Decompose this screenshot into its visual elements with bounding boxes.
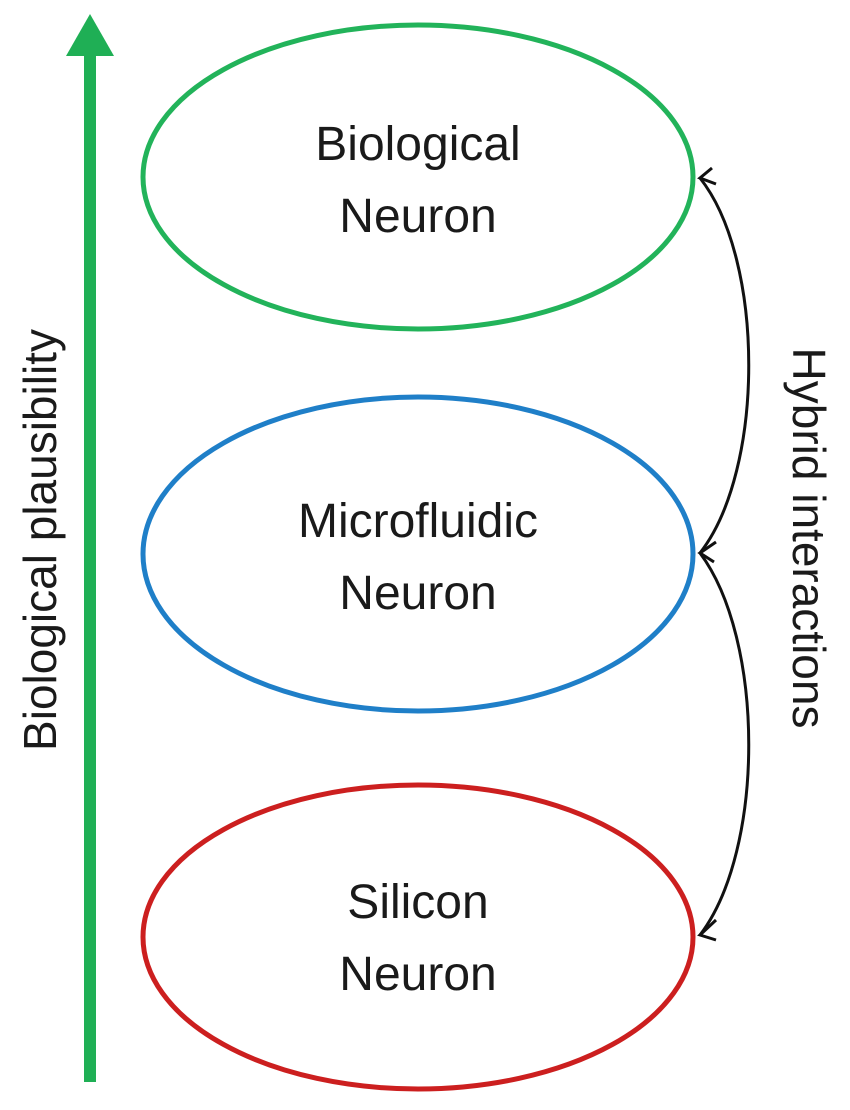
hybrid-interactions-label: Hybrid interactions bbox=[783, 348, 835, 729]
microfluidic-neuron-label-line1: Microfluidic bbox=[298, 495, 538, 548]
biological-neuron-ellipse bbox=[140, 22, 696, 332]
hybrid-connector-lower bbox=[697, 552, 751, 942]
silicon-neuron-node: Silicon Neuron bbox=[140, 782, 696, 1092]
biological-plausibility-label: Biological plausibility bbox=[14, 329, 66, 751]
biological-neuron-node: Biological Neuron bbox=[140, 22, 696, 332]
microfluidic-neuron-label-line2: Neuron bbox=[339, 567, 496, 620]
microfluidic-neuron-node: Microfluidic Neuron bbox=[140, 394, 696, 714]
arrowhead-icon bbox=[697, 540, 717, 564]
silicon-neuron-label-line1: Silicon bbox=[347, 876, 488, 929]
silicon-neuron-ellipse bbox=[140, 782, 696, 1092]
biological-neuron-label-line1: Biological bbox=[315, 118, 520, 171]
microfluidic-neuron-ellipse bbox=[140, 394, 696, 714]
arrowhead-icon bbox=[697, 918, 718, 942]
biological-neuron-label-line2: Neuron bbox=[339, 190, 496, 243]
hybrid-connector-upper bbox=[697, 166, 751, 564]
arrowhead-icon bbox=[697, 166, 717, 186]
silicon-neuron-label-line2: Neuron bbox=[339, 948, 496, 1001]
biological-plausibility-arrow bbox=[66, 14, 114, 1082]
